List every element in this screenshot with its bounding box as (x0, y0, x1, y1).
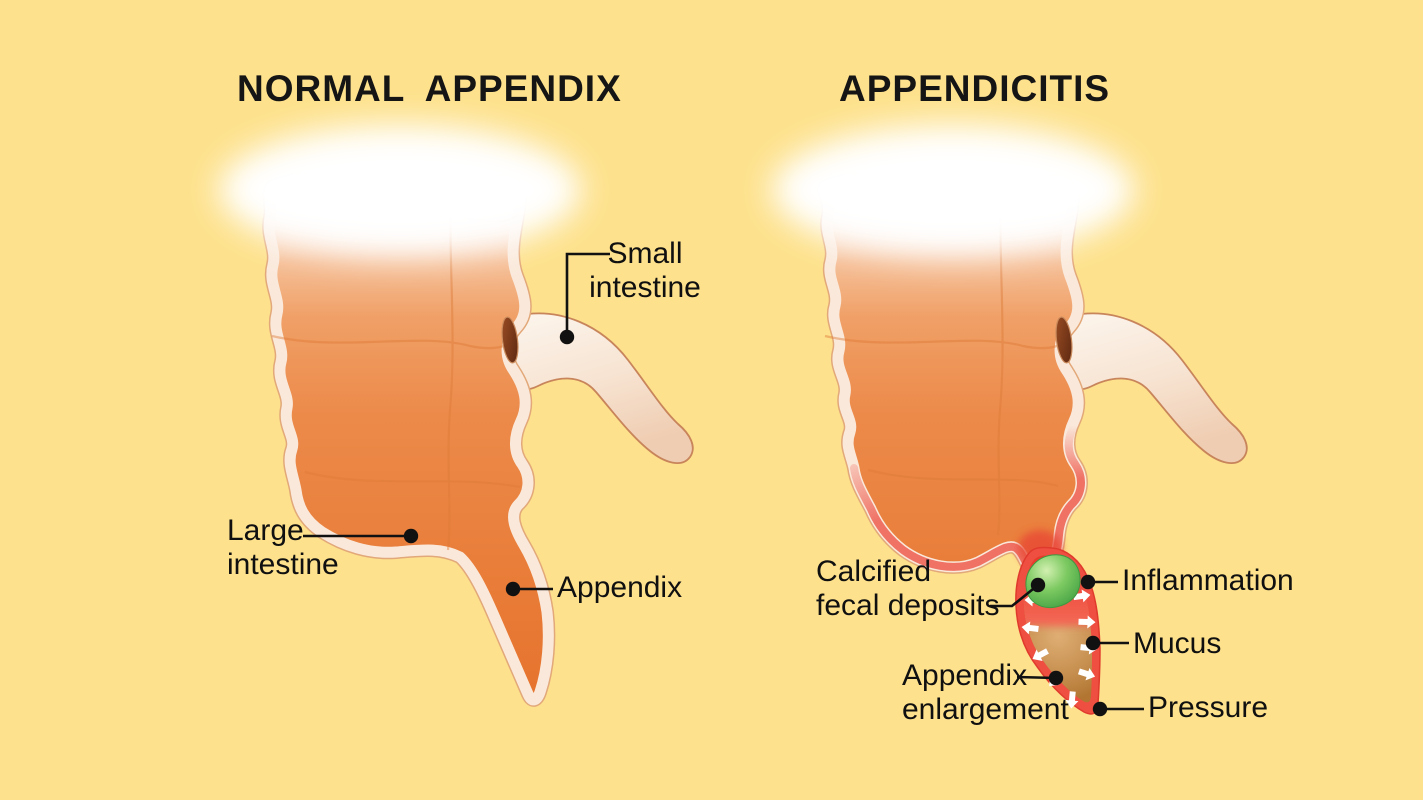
label-pressure: Pressure (1148, 691, 1268, 725)
label-appendix-enlargement: Appendix enlargement (902, 659, 1069, 727)
fecal-deposit-shape (1025, 554, 1081, 609)
top-white-fade (771, 124, 1135, 256)
label-line: fecal deposits (816, 589, 1000, 622)
leader-appendix-enlargement (1016, 670, 1064, 686)
leader-appendix (505, 581, 553, 597)
label-line: Large (227, 514, 304, 547)
appendicitis-panel-title: APPENDICITIS (839, 68, 1111, 109)
normal-appendix-figure (218, 124, 694, 707)
label-small-intestine: Small intestine (585, 237, 705, 305)
leader-lines (303, 252, 1144, 717)
appendicitis-figure (771, 124, 1248, 715)
normal-panel-title: NORMAL APPENDIX (237, 68, 622, 109)
label-line: Appendix (557, 571, 683, 604)
label-line: intestine (589, 271, 701, 304)
label-large-intestine: Large intestine (227, 514, 339, 582)
leader-small-intestine (559, 252, 610, 345)
label-line: enlargement (902, 693, 1069, 726)
label-line: Mucus (1133, 627, 1222, 660)
label-calcified-fecal-deposits: Calcified fecal deposits (816, 555, 999, 623)
label-line: intestine (227, 548, 339, 581)
leader-large-intestine (303, 528, 419, 544)
label-line: Small (607, 237, 683, 270)
top-white-fade (218, 124, 582, 256)
label-inflammation: Inflammation (1122, 564, 1294, 598)
label-line: Pressure (1148, 691, 1269, 724)
leader-calcified-fecal-deposits (990, 577, 1046, 608)
label-mucus: Mucus (1133, 627, 1221, 661)
small-intestine-shape (1067, 312, 1248, 465)
label-line: Appendix (902, 659, 1028, 692)
leader-pressure (1092, 701, 1144, 717)
leader-mucus (1085, 635, 1129, 651)
label-line: Inflammation (1122, 564, 1294, 597)
label-line: Calcified (816, 555, 932, 588)
label-appendix: Appendix (557, 571, 682, 605)
leader-inflammation (1080, 574, 1118, 590)
